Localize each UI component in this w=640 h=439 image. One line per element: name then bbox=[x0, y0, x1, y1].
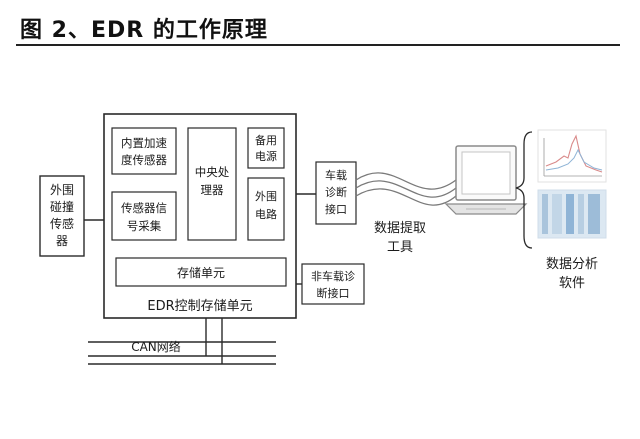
builtin-sensor-line-1: 内置加速 bbox=[121, 136, 167, 150]
signal-acq-line-2: 号采集 bbox=[127, 219, 162, 233]
external-sensor-line-2: 碰撞 bbox=[50, 199, 74, 214]
backup-power-line-1: 备用 bbox=[255, 133, 277, 147]
builtin-sensor-line-2: 度传感器 bbox=[121, 153, 167, 167]
control-storage-unit-label: EDR控制存储单元 bbox=[147, 299, 252, 314]
sensor-signal-acquisition-box: 传感器信 号采集 bbox=[111, 191, 177, 241]
offboard-port-line-2: 断接口 bbox=[317, 286, 350, 300]
offboard-port-line-1: 非车载诊 bbox=[311, 269, 355, 283]
analysis-chart-icon bbox=[537, 129, 607, 183]
external-sensor-line-1: 外围 bbox=[50, 183, 74, 197]
edr-diagram: 外围 碰撞 传感 器 EDR控制存储单元 内置加速 度传感器 传感器信 号采集 … bbox=[39, 113, 607, 365]
storage-unit-label: 存储单元 bbox=[177, 265, 225, 280]
external-circuit-line-2: 电路 bbox=[255, 208, 277, 221]
figure-title: 图 2、EDR 的工作原理 bbox=[20, 18, 268, 43]
onboard-port-line-3: 接口 bbox=[325, 203, 347, 216]
brace-icon bbox=[515, 131, 533, 249]
diagram-panel: 外围 碰撞 传感 器 EDR控制存储单元 内置加速 度传感器 传感器信 号采集 … bbox=[16, 62, 620, 434]
data-extraction-tool-line-2: 工具 bbox=[387, 240, 413, 255]
laptop-icon bbox=[444, 145, 528, 215]
can-bus bbox=[88, 318, 276, 365]
data-analysis-software-line-2: 软件 bbox=[559, 276, 585, 291]
offboard-diagnostic-port-box: 非车载诊 断接口 bbox=[301, 263, 365, 305]
signal-acq-line-1: 传感器信 bbox=[121, 201, 167, 215]
external-collision-sensor-box: 外围 碰撞 传感 器 bbox=[39, 175, 85, 257]
backup-power-line-2: 电源 bbox=[255, 149, 277, 163]
external-sensor-line-4: 器 bbox=[56, 234, 68, 248]
external-sensor-line-3: 传感 bbox=[50, 216, 74, 231]
onboard-port-line-2: 诊断 bbox=[325, 185, 347, 199]
data-extraction-tool-line-1: 数据提取 bbox=[374, 220, 426, 236]
builtin-accel-sensor-box: 内置加速 度传感器 bbox=[111, 127, 177, 175]
external-circuit-box: 外围 电路 bbox=[247, 177, 285, 241]
data-analysis-software-line-1: 数据分析 bbox=[546, 257, 598, 272]
cpu-box: 中央处 理器 bbox=[187, 127, 237, 241]
external-circuit-line-1: 外围 bbox=[255, 190, 277, 203]
cpu-line-1: 中央处 bbox=[195, 165, 230, 179]
data-cables bbox=[355, 172, 457, 206]
onboard-diagnostic-port-box: 车载 诊断 接口 bbox=[315, 161, 357, 225]
analysis-table-icon bbox=[537, 189, 607, 239]
cpu-line-2: 理器 bbox=[201, 183, 224, 197]
title-rule bbox=[16, 44, 620, 46]
onboard-port-line-1: 车载 bbox=[325, 168, 347, 182]
can-network-label: CAN网络 bbox=[131, 339, 181, 354]
backup-power-box: 备用 电源 bbox=[247, 127, 285, 169]
storage-unit-box: 存储单元 bbox=[115, 257, 287, 287]
